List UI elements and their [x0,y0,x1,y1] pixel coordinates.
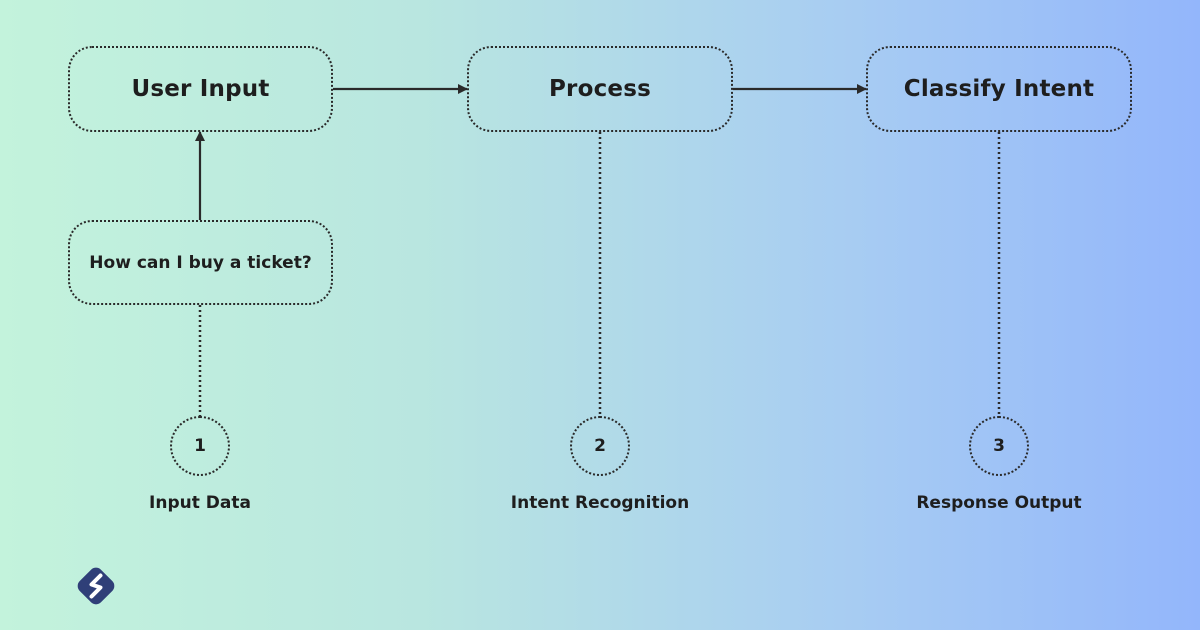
classify-intent-node: Classify Intent [866,46,1132,132]
user-input-label: User Input [131,76,270,102]
brand-logo-icon [77,567,115,605]
step-2-badge: 2 [570,416,630,476]
process-node: Process [467,46,733,132]
process-label: Process [548,76,651,102]
step-1-badge: 1 [170,416,230,476]
classify-intent-label: Classify Intent [903,76,1095,102]
step-1-number: 1 [194,436,206,456]
step-1-caption: Input Data [149,493,251,513]
step-2-caption: Intent Recognition [510,493,690,513]
example-query-node: How can I buy a ticket? [68,220,333,305]
example-query-text: How can I buy a ticket? [89,252,312,273]
step-3-caption: Response Output [916,493,1082,513]
step-3-number: 3 [993,436,1005,456]
step-3-badge: 3 [969,416,1029,476]
step-2-number: 2 [594,436,606,456]
user-input-node: User Input [68,46,333,132]
